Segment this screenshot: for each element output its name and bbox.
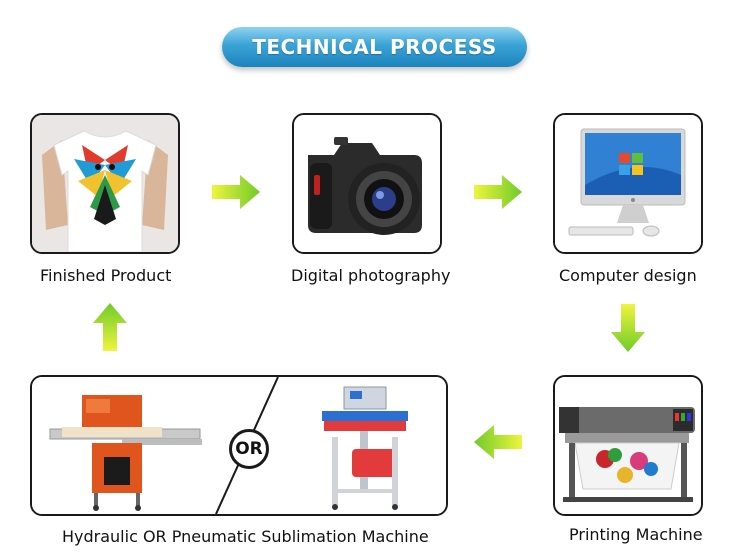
arrow-right-icon	[212, 175, 260, 209]
computer-image	[555, 115, 701, 252]
tshirt-image	[32, 115, 178, 252]
hydraulic-machine-illustration	[49, 395, 202, 511]
arrow-right-icon	[474, 175, 522, 209]
digital-photography-label: Digital photography	[291, 266, 451, 285]
pneumatic-machine-illustration	[322, 386, 408, 510]
digital-photography-card	[292, 113, 442, 254]
computer-design-card	[553, 113, 703, 254]
finished-product-label: Finished Product	[40, 266, 172, 285]
or-badge-text: OR	[235, 439, 263, 459]
arrow-up-icon	[93, 303, 127, 351]
camera-image	[294, 115, 440, 252]
page-title: TECHNICAL PROCESS	[252, 35, 497, 59]
title-banner: TECHNICAL PROCESS	[222, 27, 527, 67]
computer-design-label: Computer design	[559, 266, 697, 285]
arrow-left-icon	[474, 425, 522, 459]
printing-machine-card	[553, 375, 703, 516]
finished-product-card	[30, 113, 180, 254]
printer-image	[555, 377, 701, 514]
sublimation-machine-label: Hydraulic OR Pneumatic Sublimation Machi…	[62, 527, 429, 546]
arrow-down-icon	[611, 304, 645, 352]
sublimation-machine-card: OR	[30, 375, 448, 516]
printing-machine-label: Printing Machine	[569, 525, 703, 544]
or-badge: OR	[229, 429, 269, 469]
